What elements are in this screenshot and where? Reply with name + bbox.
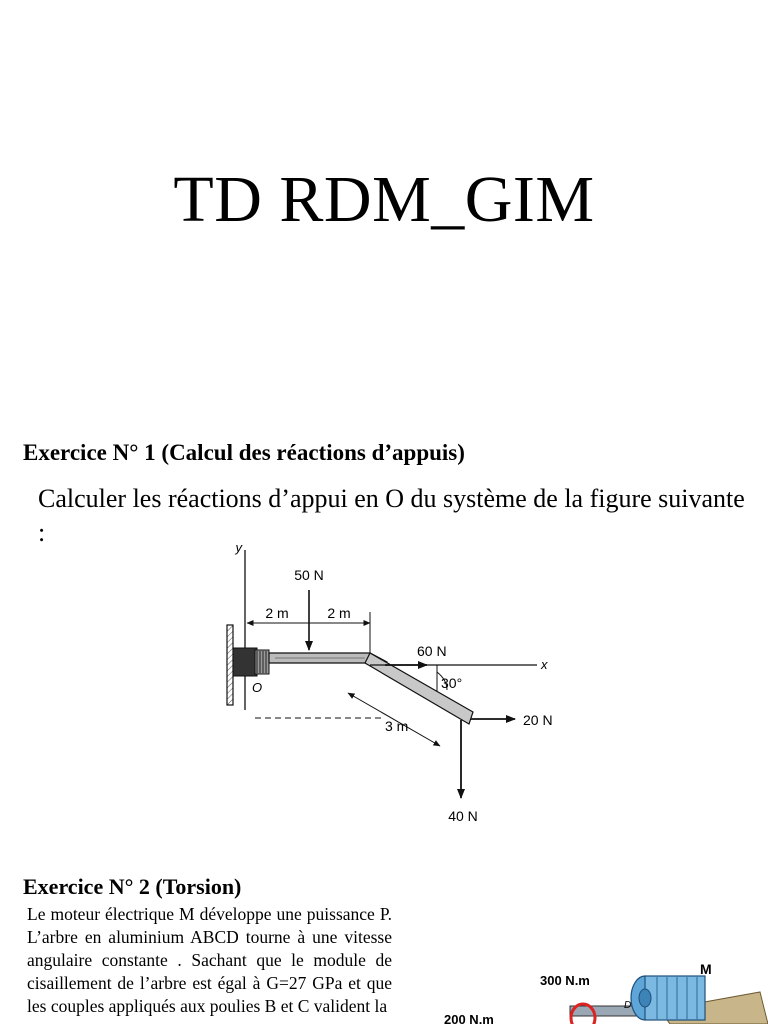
pipe-inclined	[364, 652, 474, 725]
page-title: TD RDM_GIM	[173, 163, 595, 236]
y-axis-label: y	[235, 540, 244, 555]
force-20n-label: 20 N	[523, 712, 553, 728]
force-50n-label: 50 N	[294, 567, 324, 583]
exercise-1-statement: Calculer les réactions d’appui en O du s…	[38, 484, 745, 547]
point-d-label: D	[624, 1000, 631, 1011]
dimension-inclined: 3 m	[385, 718, 408, 734]
exercise-2-figure: 300 N.m 200 N.m D M	[444, 961, 768, 1024]
exercise-1-figure: y O 2 m 2 m 50 N x 60 N 30° 3 m 20 N 40 …	[226, 540, 553, 824]
dimension-right: 2 m	[327, 605, 350, 621]
motor-label: M	[700, 961, 712, 977]
x-axis-label: x	[540, 657, 548, 672]
dimension-left: 2 m	[265, 605, 288, 621]
force-40n-label: 40 N	[448, 808, 478, 824]
fixing-block	[232, 647, 258, 677]
pulley-red	[569, 1002, 597, 1024]
origin-label: O	[252, 680, 262, 695]
exercise-2-text: Le moteur électrique M développe une pui…	[27, 904, 392, 1016]
torque-top-label: 300 N.m	[540, 973, 590, 988]
exercise-1-heading: Exercice N° 1 (Calcul des réactions d’ap…	[23, 440, 465, 465]
torque-left-label: 200 N.m	[444, 1012, 494, 1024]
angle-label: 30°	[441, 675, 462, 691]
wall-support	[226, 624, 234, 706]
exercise-2-heading: Exercice N° 2 (Torsion)	[23, 874, 242, 899]
force-60n-label: 60 N	[417, 643, 447, 659]
motor-body	[644, 975, 706, 1021]
